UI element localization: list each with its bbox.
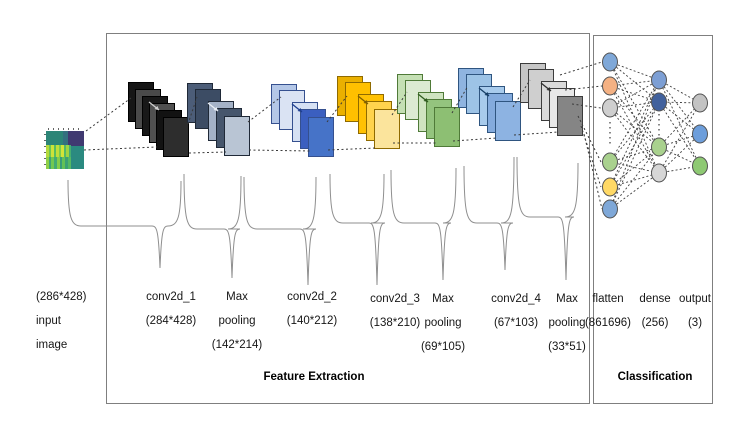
- label-input-image: (286*428) input image: [36, 285, 108, 357]
- input-spectrogram-image: [41, 125, 85, 176]
- axis-ticks: [44, 128, 79, 165]
- feature-extraction-title: Feature Extraction: [263, 371, 365, 383]
- label-conv2d_2: conv2d_2 (140*212): [286, 291, 338, 327]
- feature-map-sheet: [308, 117, 334, 157]
- label-conv2d_3: conv2d_3 (138*210): [369, 293, 421, 329]
- label-max-pooling-2: Max pooling (69*105): [420, 293, 466, 353]
- input-caption-2: image: [36, 339, 68, 351]
- label-output: output (3): [679, 293, 711, 329]
- feature-map-sheet: [374, 109, 400, 149]
- feature-map-sheet: [224, 116, 250, 156]
- feature-map-sheet: [163, 117, 189, 157]
- label-conv2d_4: conv2d_4 (67*103): [491, 293, 541, 329]
- label-max-pooling-1: Max pooling (142*214): [211, 291, 263, 351]
- label-max-pooling-3: Max pooling (33*51): [548, 293, 586, 353]
- label-conv2d_1: conv2d_1 (284*428): [145, 291, 197, 327]
- label-flatten: flatten (861696): [584, 293, 632, 329]
- classification-title: Classification: [617, 371, 693, 383]
- feature-map-sheet: [495, 101, 521, 141]
- input-dims: (286*428): [36, 291, 87, 303]
- feature-map-sheet: [557, 96, 583, 136]
- classification-box: [593, 35, 713, 404]
- input-caption-1: input: [36, 315, 61, 327]
- feature-map-sheet: [434, 107, 460, 147]
- label-dense: dense (256): [639, 293, 671, 329]
